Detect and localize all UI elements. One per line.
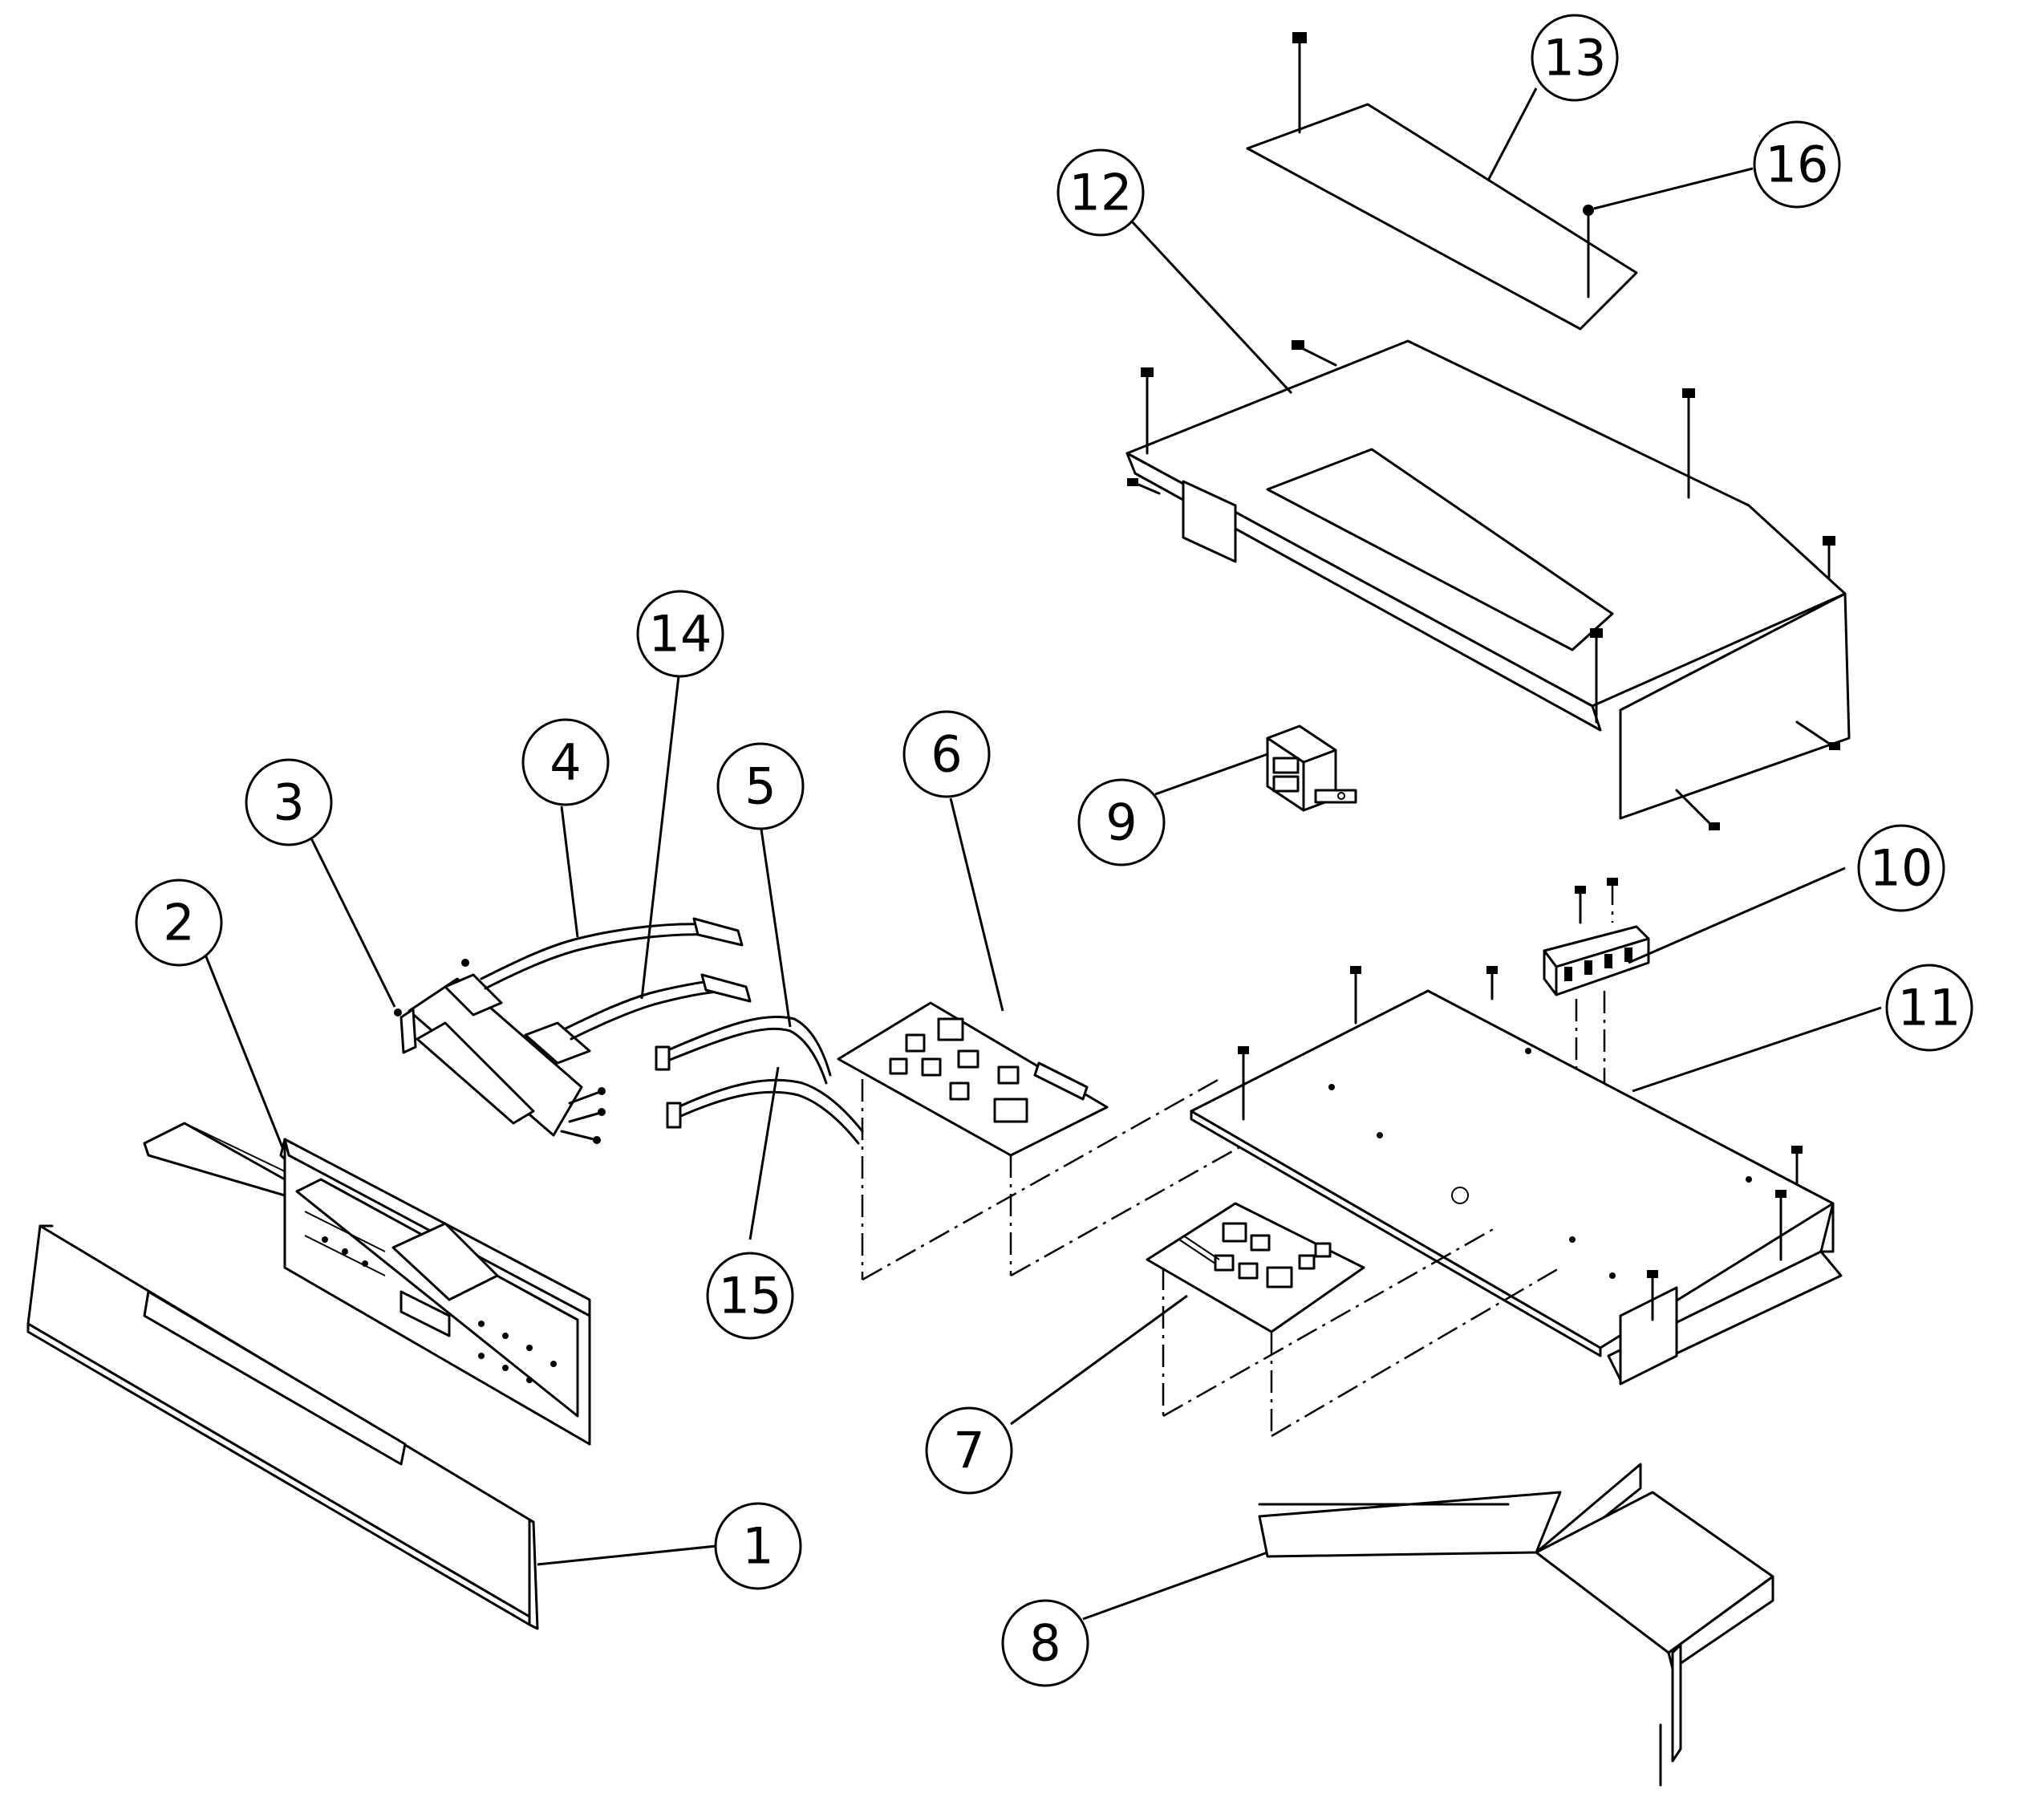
callout-14: 14 bbox=[636, 590, 724, 678]
part-10-terminal-block bbox=[1543, 878, 1650, 1187]
leader-lines bbox=[199, 87, 1882, 1621]
leader-14 bbox=[640, 661, 682, 1000]
leader-7 bbox=[1010, 1294, 1188, 1426]
callout-label: 16 bbox=[1766, 136, 1829, 194]
part-9-transformer bbox=[1266, 724, 1357, 812]
callout-7: 7 bbox=[925, 1406, 1013, 1495]
callout-3: 3 bbox=[245, 758, 333, 846]
leader-9 bbox=[1154, 753, 1268, 796]
leader-11 bbox=[1632, 1006, 1882, 1093]
callout-16: 16 bbox=[1753, 120, 1841, 209]
part-12-upper-housing bbox=[1125, 339, 1851, 830]
callout-label: 5 bbox=[744, 757, 776, 816]
leader-6 bbox=[949, 797, 1004, 1012]
part-15-ribbon-cable bbox=[666, 1078, 864, 1145]
callout-2: 2 bbox=[135, 879, 223, 967]
leader-12 bbox=[1129, 219, 1293, 395]
part-13-cover-plate bbox=[1246, 32, 1638, 331]
callout-label: 14 bbox=[649, 605, 712, 663]
callout-1: 1 bbox=[714, 1502, 802, 1590]
leader-4 bbox=[560, 806, 579, 938]
part-7-lower-circuit-board bbox=[1146, 1202, 1561, 1438]
part-14-wire-harness bbox=[524, 973, 752, 1065]
callout-4: 4 bbox=[521, 718, 610, 806]
leader-10 bbox=[1628, 866, 1846, 964]
callout-label: 8 bbox=[1029, 1614, 1061, 1673]
leader-2 bbox=[199, 942, 284, 1148]
callout-label: 1 bbox=[742, 1517, 773, 1576]
part-11-base-plate bbox=[1190, 966, 1843, 1386]
callout-label: 7 bbox=[953, 1422, 984, 1480]
leader-5 bbox=[759, 823, 792, 1028]
leader-8 bbox=[1082, 1551, 1268, 1621]
callout-11: 11 bbox=[1885, 964, 1973, 1052]
callout-label: 13 bbox=[1543, 29, 1607, 87]
part-3-display-module bbox=[394, 977, 606, 1144]
callout-label: 9 bbox=[1105, 793, 1137, 852]
callout-13: 13 bbox=[1531, 14, 1619, 102]
leader-15 bbox=[748, 1066, 780, 1240]
part-1-front-panel bbox=[26, 1224, 539, 1630]
callout-label: 10 bbox=[1870, 839, 1933, 898]
leader-16 bbox=[1593, 167, 1754, 210]
part-8-bracket bbox=[1258, 1463, 1774, 1787]
part-2-control-panel-frame bbox=[143, 1122, 591, 1446]
leader-3 bbox=[310, 838, 396, 1008]
callout-label: 3 bbox=[273, 773, 304, 832]
callout-6: 6 bbox=[902, 710, 991, 798]
callout-5: 5 bbox=[716, 742, 805, 830]
leader-1 bbox=[537, 1544, 717, 1566]
callout-8: 8 bbox=[1001, 1599, 1089, 1687]
callout-label: 12 bbox=[1069, 164, 1133, 222]
part-4-wire-harness bbox=[444, 917, 744, 1017]
callout-label: 6 bbox=[931, 725, 962, 784]
leader-13 bbox=[1486, 87, 1538, 181]
callout-15: 15 bbox=[706, 1252, 794, 1340]
part-6-upper-circuit-board bbox=[837, 1001, 1240, 1281]
callout-label: 2 bbox=[163, 894, 194, 952]
part-5-ribbon-cable bbox=[655, 1015, 832, 1085]
callout-9: 9 bbox=[1077, 778, 1166, 866]
callout-label: 15 bbox=[719, 1267, 782, 1325]
callout-10: 10 bbox=[1857, 824, 1945, 912]
callout-label: 4 bbox=[550, 733, 581, 792]
callout-label: 11 bbox=[1898, 979, 1961, 1037]
callout-12: 12 bbox=[1056, 148, 1145, 237]
